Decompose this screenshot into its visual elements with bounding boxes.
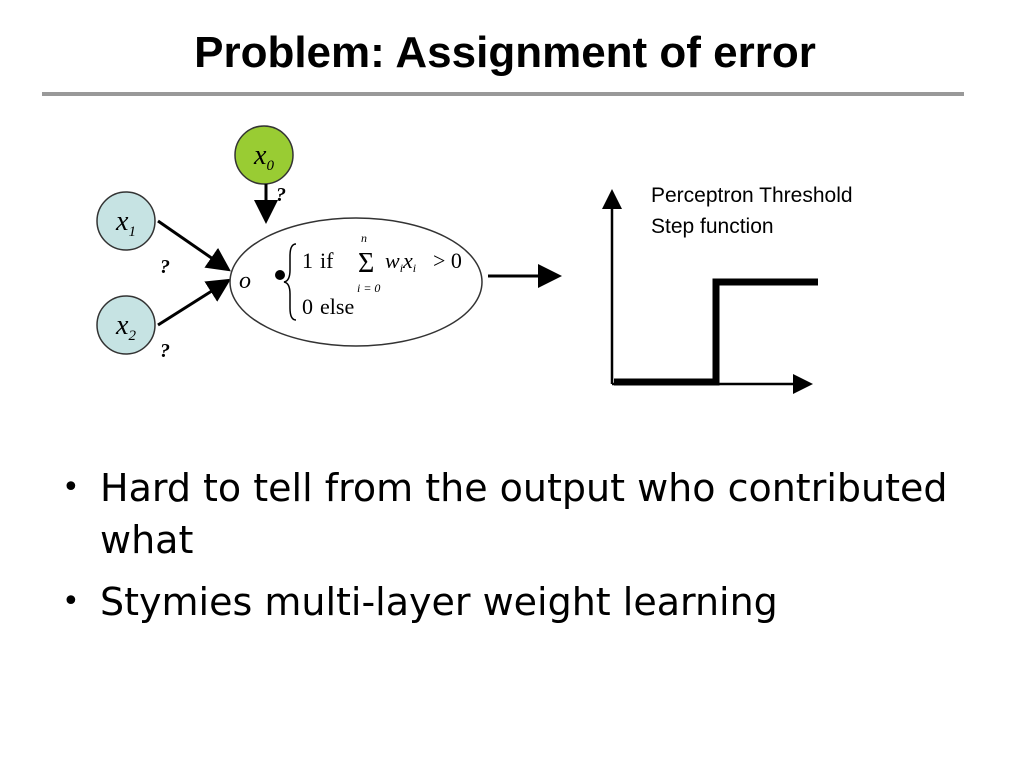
input-node-x0: x0 [234,125,294,185]
formula-comparison: > 0 [433,248,462,273]
input-node-x1: x1 [96,191,156,251]
input-x1-base: x [115,206,129,237]
formula-sigma: Σ [358,248,374,279]
formula-else-value: 0 [302,294,313,319]
weight-label-x2: ? [160,340,170,362]
svg-text:wixi: wixi [385,248,416,275]
input-node-x2: x2 [96,295,156,355]
step-function-caption: Perceptron Threshold Step function [651,180,853,242]
step-caption-line2: Step function [651,215,774,238]
bullet-item: • Stymies multi-layer weight learning [62,576,962,628]
step-curve [614,278,818,386]
formula-sum-upper: n [361,231,367,245]
input-x1-subscript: 1 [128,224,136,240]
formula-cases-brace [283,243,297,321]
perceptron-diagram: x0 x1 x2 ? ? ? o 1 if n Σ i = 0 wixi > [96,125,818,394]
input-x2-subscript: 2 [128,328,136,344]
input-x2-base: x [115,310,129,341]
bullet-text: Stymies multi-layer weight learning [100,580,778,624]
formula-if-word: if [320,248,334,273]
slide-title: Problem: Assignment of error [194,28,816,77]
bullet-list: • Hard to tell from the output who contri… [62,462,962,638]
svg-text:x0: x0 [253,140,274,174]
svg-text:x1: x1 [115,206,136,240]
bullet-dot-icon: • [62,470,80,505]
formula-term-x-sub: i [413,261,416,275]
step-caption-line1: Perceptron Threshold [651,184,853,207]
formula-term-w: w [385,248,400,273]
neuron-formula: o 1 if n Σ i = 0 wixi > 0 0 else [239,231,462,321]
bullet-item: • Hard to tell from the output who contri… [62,462,962,566]
formula-output-symbol: o [239,268,251,294]
title-divider [42,92,964,96]
edge-x2-to-neuron [157,278,232,327]
formula-equals-dot [275,270,285,280]
input-x0-subscript: 0 [266,158,274,174]
formula-term-x: x [402,248,413,273]
bullet-text: Hard to tell from the output who contrib… [100,466,948,562]
step-function-plot [602,189,818,394]
formula-term-w-sub: i [400,261,403,275]
svg-text:x2: x2 [115,310,136,344]
weight-label-x0: ? [276,184,286,206]
weight-label-x1: ? [160,256,170,278]
input-x0-base: x [253,140,267,171]
edge-x1-to-neuron [157,219,231,272]
formula-if-value: 1 [302,248,313,273]
neuron-body [229,217,483,347]
bullet-dot-icon: • [62,584,80,619]
formula-else-word: else [320,294,354,319]
formula-sum-lower: i = 0 [357,281,380,295]
